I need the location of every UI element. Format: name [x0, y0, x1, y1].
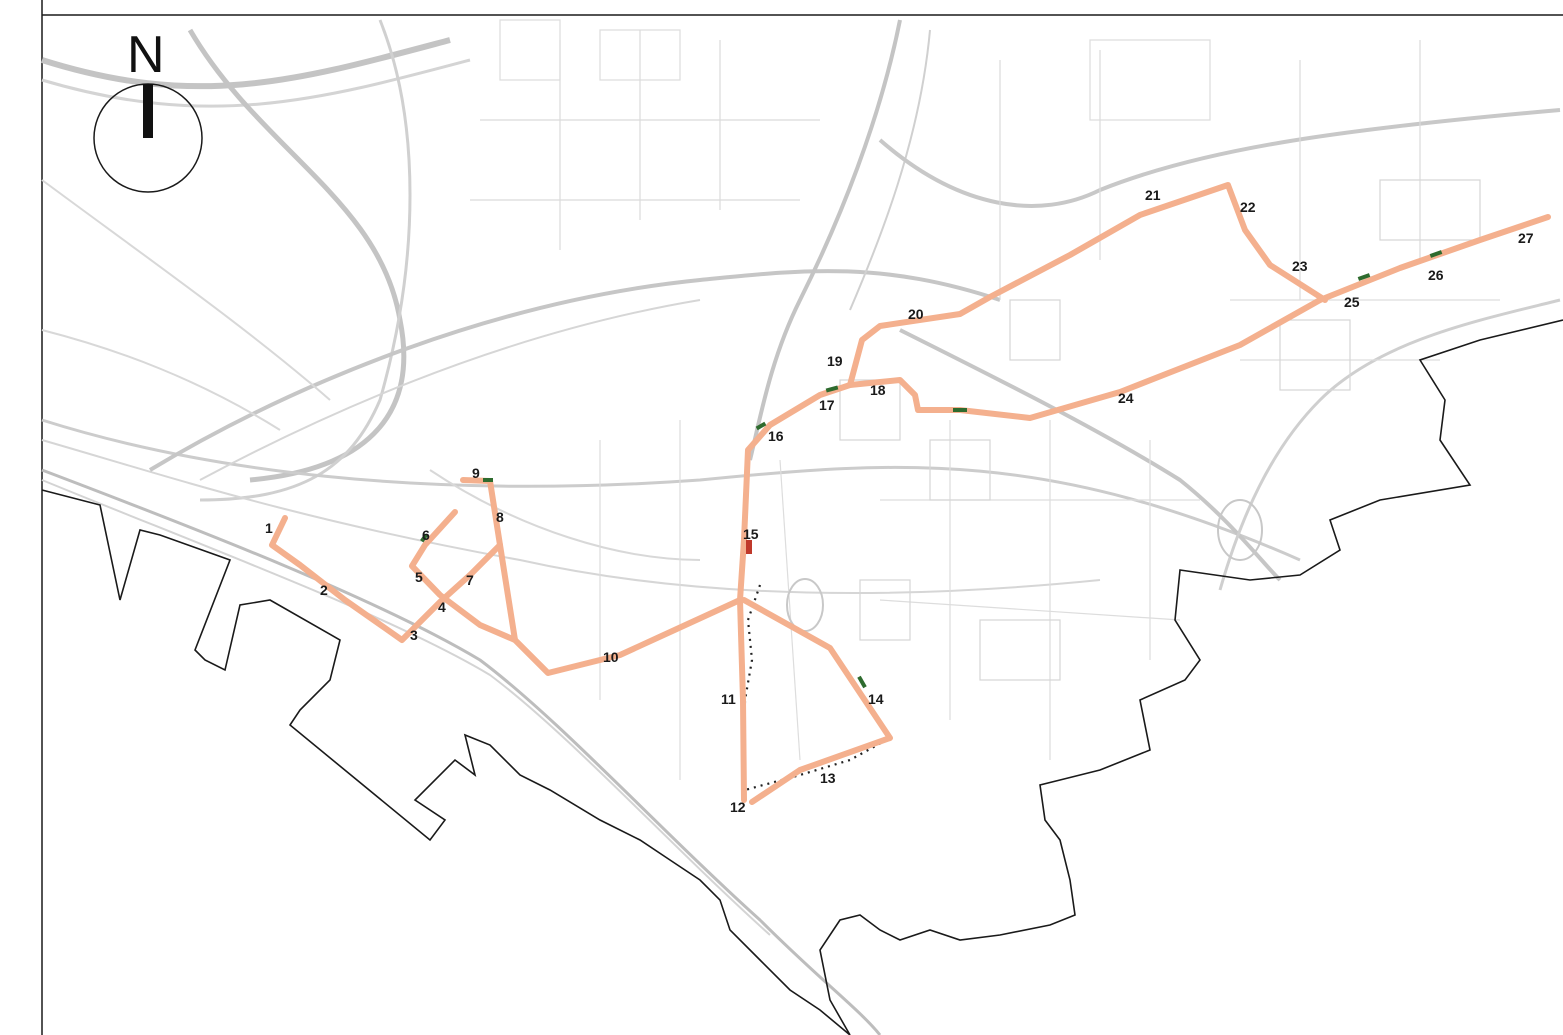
stop-label-7[interactable]: 7 — [466, 572, 474, 588]
route-segment-15-18 — [737, 297, 1323, 603]
route-segment-25-27 — [1317, 214, 1551, 303]
stop-label-1[interactable]: 1 — [265, 520, 273, 536]
stop-label-26[interactable]: 26 — [1428, 267, 1444, 283]
stop-marker — [420, 533, 428, 543]
stop-label-18[interactable]: 18 — [870, 382, 886, 398]
coastline — [41, 489, 851, 1035]
stop-label-17[interactable]: 17 — [819, 397, 835, 413]
stop-label-8[interactable]: 8 — [496, 509, 504, 525]
stop-label-23[interactable]: 23 — [1292, 258, 1308, 274]
coastline-east — [819, 319, 1563, 1035]
route-segment-11 — [737, 597, 747, 803]
stop-marker — [825, 385, 839, 393]
route-segment-north — [460, 477, 503, 548]
stop-label-5[interactable]: 5 — [415, 569, 423, 585]
north-needle — [143, 84, 153, 138]
stop-label-16[interactable]: 16 — [768, 428, 784, 444]
stop-marker — [857, 675, 867, 689]
stop-label-20[interactable]: 20 — [908, 306, 924, 322]
route-segment-10 — [512, 597, 743, 676]
stop-label-22[interactable]: 22 — [1240, 199, 1256, 215]
route-segment-west — [269, 515, 503, 643]
street-network — [41, 19, 1561, 1035]
stop-label-2[interactable]: 2 — [320, 582, 328, 598]
stop-label-14[interactable]: 14 — [868, 691, 884, 707]
stop-marker — [953, 408, 967, 412]
dotted-path — [742, 584, 891, 792]
stop-label-3[interactable]: 3 — [410, 627, 418, 643]
stop-marker — [483, 478, 493, 482]
stop-label-6[interactable]: 6 — [422, 527, 430, 543]
route-segment-19-22 — [847, 182, 1328, 388]
stop-marker — [755, 421, 767, 431]
route-segment-loop — [741, 597, 893, 805]
stop-label-11[interactable]: 11 — [721, 691, 736, 707]
stop-label-10[interactable]: 10 — [603, 649, 619, 665]
stop-label-4[interactable]: 4 — [438, 599, 446, 615]
stop-label-25[interactable]: 25 — [1344, 294, 1360, 310]
stop-marker — [1429, 250, 1443, 258]
stop-label-24[interactable]: 24 — [1118, 390, 1134, 406]
stop-label-12[interactable]: 12 — [730, 799, 746, 815]
stop-label-15[interactable]: 15 — [743, 526, 759, 542]
stop-marker — [1357, 273, 1371, 281]
stop-label-21[interactable]: 21 — [1145, 187, 1161, 203]
north-arrow: N — [93, 26, 203, 193]
stop-label-13[interactable]: 13 — [820, 770, 836, 786]
stop-label-27[interactable]: 27 — [1518, 230, 1534, 246]
stop-markers — [420, 250, 1443, 689]
north-label: N — [127, 26, 165, 84]
stop-marker-highlight — [746, 540, 752, 554]
stop-label-9[interactable]: 9 — [472, 465, 480, 481]
stop-labels: 1 2 3 4 5 6 7 8 9 10 11 12 13 14 15 16 1… — [265, 187, 1534, 815]
stop-label-19[interactable]: 19 — [827, 353, 843, 369]
